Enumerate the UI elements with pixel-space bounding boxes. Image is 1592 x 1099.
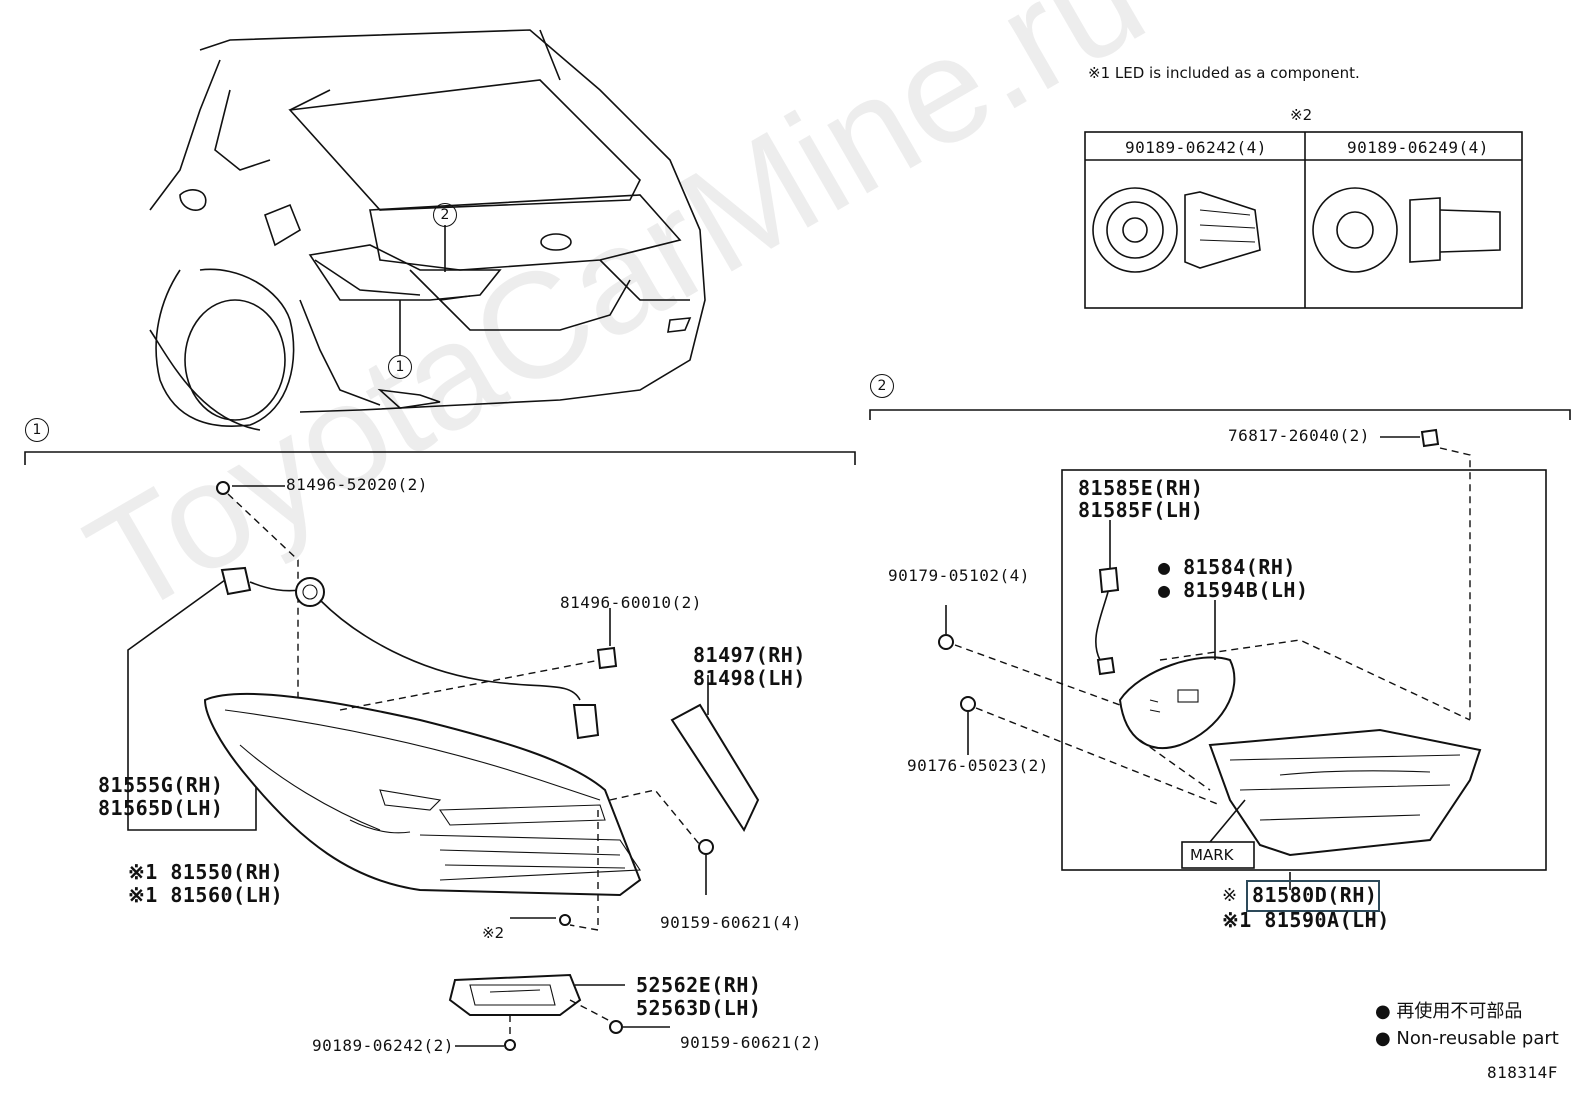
group2-bracket xyxy=(869,409,1571,420)
group1-illustration xyxy=(127,481,760,1051)
part-81496-60010: 81496-60010(2) xyxy=(560,593,702,612)
part-81580D: 81580D(RH) xyxy=(1252,883,1378,907)
group1-label: 1 xyxy=(25,418,49,442)
part-81496-52020: 81496-52020(2) xyxy=(286,475,428,494)
part-90176-05023: 90176-05023(2) xyxy=(907,756,1049,775)
group2-illustration xyxy=(938,428,1482,890)
clip-table-col2: 90189-06249(4) xyxy=(1347,138,1489,157)
part-81565D: 81565D(LH) xyxy=(98,796,224,820)
part-81555G: 81555G(RH) xyxy=(98,773,224,797)
callout-2: 2 xyxy=(433,203,457,227)
part-81590A: ※1 81590A(LH) xyxy=(1222,908,1390,932)
highlighted-part-frame xyxy=(1246,880,1380,912)
part-90179-05102: 90179-05102(4) xyxy=(888,566,1030,585)
part-81585F: 81585F(LH) xyxy=(1078,498,1204,522)
part-81584: ● 81584(RH) xyxy=(1158,555,1296,579)
part-52563D: 52563D(LH) xyxy=(636,996,762,1020)
car-rear-illustration xyxy=(149,29,706,431)
group2-box xyxy=(1061,469,1547,871)
ref2-clip: ※2 xyxy=(482,924,505,942)
part-81550: ※1 81550(RH) xyxy=(128,860,284,884)
part-90159-60621-a: 90159-60621(4) xyxy=(660,913,802,932)
part-81580D-prefix: ※ xyxy=(1222,885,1238,906)
mark-label: MARK xyxy=(1190,846,1234,864)
part-52562E: 52562E(RH) xyxy=(636,973,762,997)
clip-table xyxy=(1084,131,1523,309)
part-81594B: ● 81594B(LH) xyxy=(1158,578,1309,602)
group2-label: 2 xyxy=(870,374,894,398)
clip-table-col1: 90189-06242(4) xyxy=(1125,138,1267,157)
figure-id: 818314F xyxy=(1487,1063,1558,1082)
legend-en: ● Non-reusable part xyxy=(1375,1028,1559,1049)
part-90159-60621-b: 90159-60621(2) xyxy=(680,1033,822,1052)
legend-jp: ● 再使用不可部品 xyxy=(1375,1001,1523,1022)
part-76817-26040: 76817-26040(2) xyxy=(1228,426,1370,445)
group1-bracket xyxy=(24,451,856,465)
part-81560: ※1 81560(LH) xyxy=(128,883,284,907)
part-81498: 81498(LH) xyxy=(693,666,806,690)
ref2-label: ※2 xyxy=(1290,106,1313,124)
led-note: ※1 LED is included as a component. xyxy=(1088,64,1360,82)
part-81585E: 81585E(RH) xyxy=(1078,476,1204,500)
callout-1: 1 xyxy=(388,355,412,379)
part-81497: 81497(RH) xyxy=(693,643,806,667)
part-90189-06242: 90189-06242(2) xyxy=(312,1036,454,1055)
